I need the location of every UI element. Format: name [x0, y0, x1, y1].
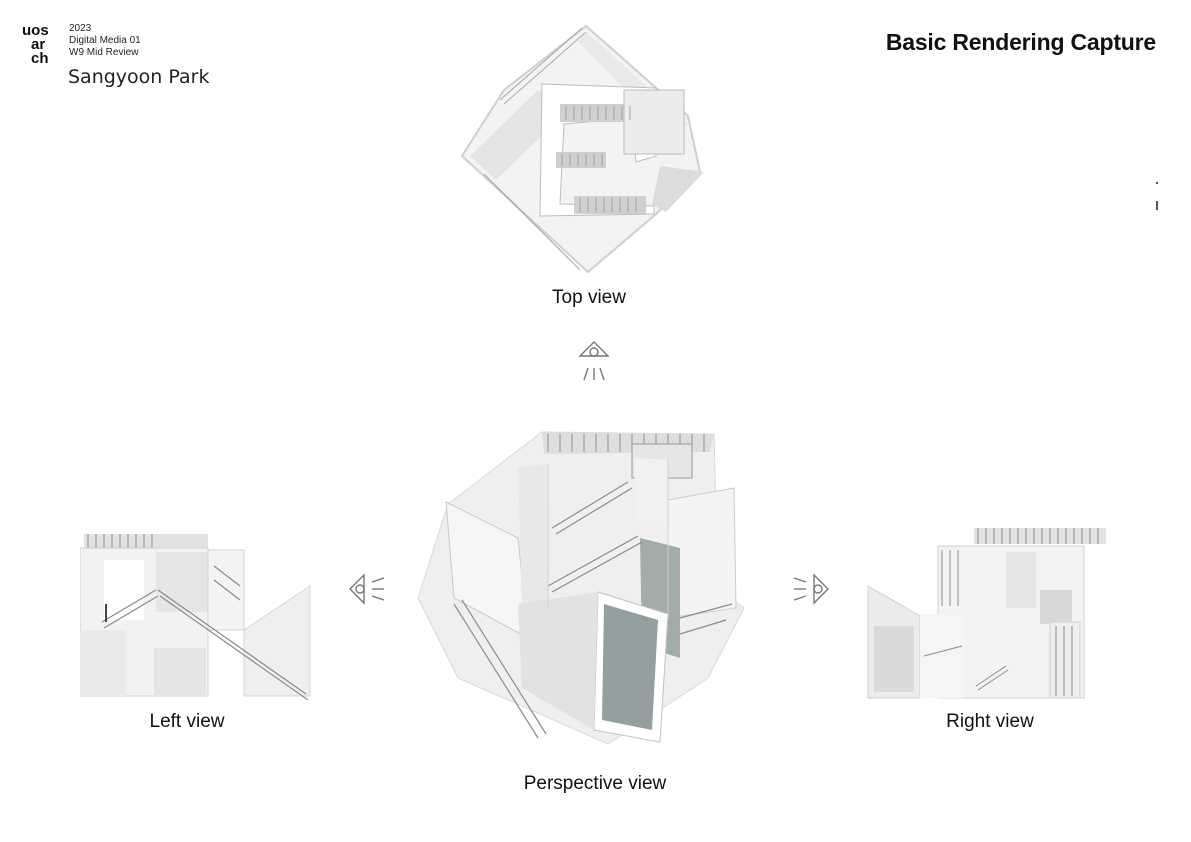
right-view-label: Right view: [946, 711, 1034, 732]
eye-looking-left-icon: [349, 573, 385, 605]
eye-looking-down-icon: [578, 341, 610, 381]
top-view-label: Top view: [552, 287, 626, 308]
svg-text:ar: ar: [31, 36, 45, 53]
eye-looking-right-icon: [793, 573, 829, 605]
right-view-render: [867, 528, 1106, 699]
perspective-view-label: Perspective view: [523, 773, 667, 794]
page-title: Basic Rendering Capture: [885, 29, 1156, 55]
svg-text:ch: ch: [31, 50, 49, 64]
left-view-render: [80, 534, 311, 700]
edge-mark: [1156, 201, 1158, 210]
project-meta: 2023 Digital Media 01 W9 Mid Review: [69, 23, 141, 59]
top-view-render: [460, 24, 704, 274]
year-text: 2023: [69, 23, 92, 34]
uos-arch-logo: uos ar ch: [22, 22, 49, 64]
edge-mark: [1156, 182, 1158, 184]
perspective-view-render: [418, 431, 745, 745]
left-view-label: Left view: [149, 711, 225, 732]
svg-text:uos: uos: [22, 22, 49, 39]
author-name: Sangyoon Park: [68, 66, 210, 88]
review-text: W9 Mid Review: [69, 47, 139, 58]
course-text: Digital Media 01: [69, 35, 141, 46]
